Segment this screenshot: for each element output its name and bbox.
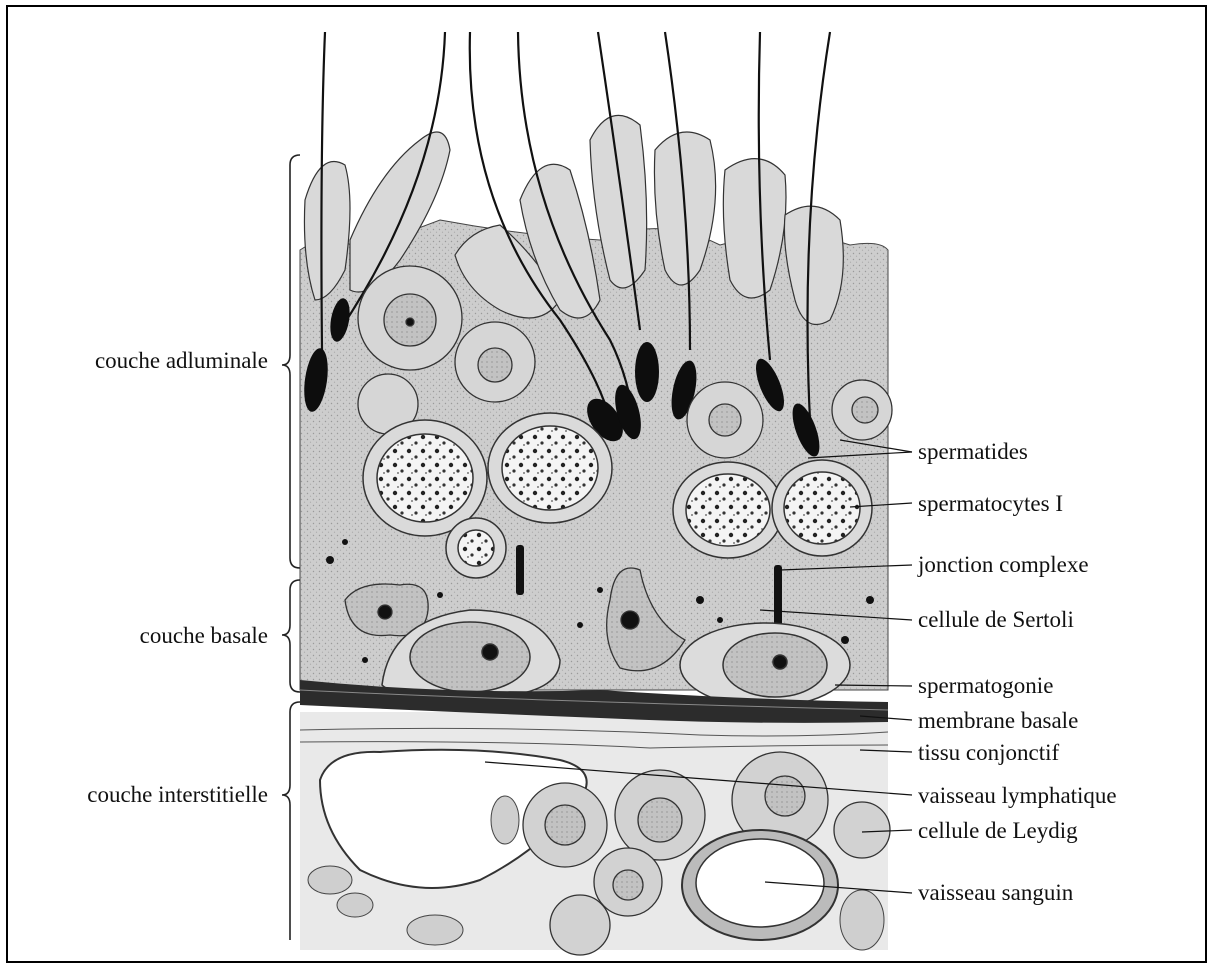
layer-braces [282,155,300,940]
label-adluminal-layer: couche adluminale [95,349,268,372]
label-leydig-cell: cellule de Leydig [918,819,1078,842]
label-sertoli-cell: cellule de Sertoli [918,608,1074,631]
label-basement-membrane: membrane basale [918,709,1078,732]
label-basal-layer: couche basale [140,624,268,647]
label-blood-vessel: vaisseau sanguin [918,881,1073,904]
brace-adluminal [282,155,300,568]
label-complex-junction: jonction complexe [918,553,1089,576]
blood-vessel [682,830,838,940]
label-spermatocytes: spermatocytes I [918,492,1063,515]
label-lymphatic-vessel: vaisseau lymphatique [918,784,1117,807]
brace-basal [282,580,300,692]
label-spermatids: spermatides [918,440,1028,463]
label-connective-tissue: tissu conjonctif [918,741,1059,764]
label-spermatogonia: spermatogonie [918,674,1053,697]
brace-interstitial [282,702,300,940]
label-interstitial-layer: couche interstitielle [87,783,268,806]
